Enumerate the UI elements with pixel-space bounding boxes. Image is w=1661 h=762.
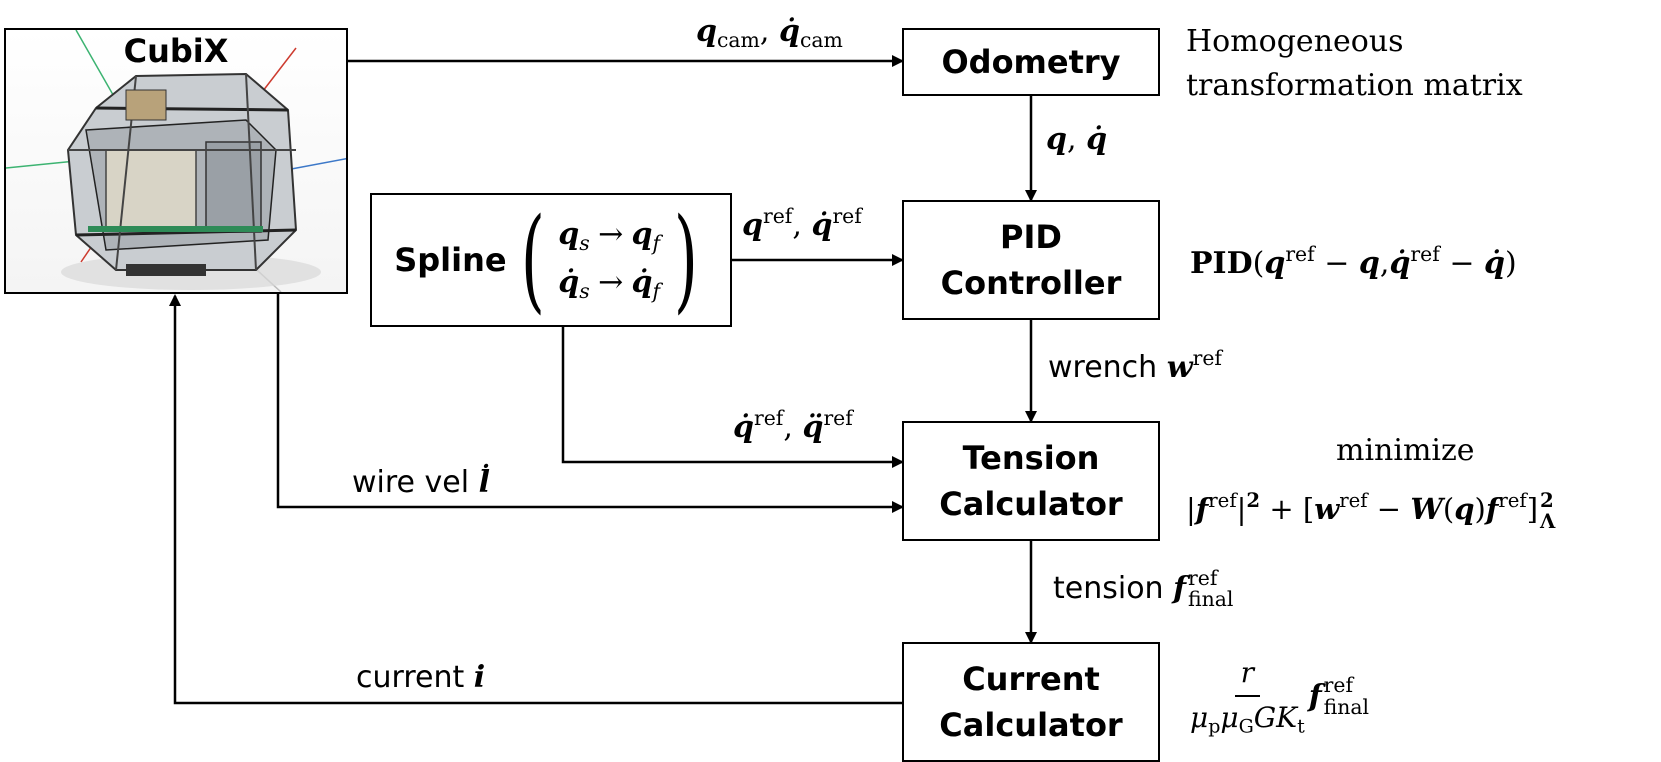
tension-label-line1: Tension — [962, 438, 1100, 477]
pid-label-line2: Controller — [940, 264, 1122, 302]
tension-objective-title: minimize — [1336, 433, 1475, 468]
pid-formula: PID(qref − q,q̇ref − q̇) — [1190, 242, 1517, 282]
arrow-spline-to-tension — [561, 327, 904, 468]
spline-left-paren: ( — [520, 195, 545, 325]
spline-rows: qs → qf q̇s → q̇f — [558, 212, 660, 307]
odometry-box: Odometry — [902, 28, 1160, 96]
label-current-output: current i — [356, 660, 486, 695]
tension-label-line2: Calculator — [939, 485, 1123, 523]
spline-row-velocity: q̇s → q̇f — [558, 265, 661, 304]
odometry-note-line1: Homogeneous — [1186, 24, 1404, 59]
label-wire-velocity: wire vel l̇ — [352, 465, 491, 500]
label-reference-trajectory: qref, q̇ref — [742, 204, 862, 244]
spline-label: Spline — [394, 241, 507, 279]
arrow-cubix-to-tension — [276, 294, 904, 513]
cubix-robot-image — [6, 30, 346, 292]
label-wrench: wrench wref — [1048, 346, 1222, 386]
tension-calculator-box: Tension Calculator — [902, 421, 1160, 541]
spline-right-paren: ) — [673, 195, 698, 325]
current-label-line2: Calculator — [939, 706, 1123, 744]
cubix-robot-panel: CubiX — [4, 28, 348, 294]
label-reference-velocity-acceleration: q̇ref, q̈ref — [733, 406, 853, 446]
label-camera-pose: qcam, q̇cam — [696, 14, 843, 53]
current-label-line1: Current — [962, 659, 1100, 698]
current-calculator-box: Current Calculator — [902, 642, 1160, 762]
cubix-title: CubiX — [123, 32, 229, 70]
current-formula-fraction: r μpμGGKt — [1190, 656, 1305, 738]
pid-controller-box: PID Controller — [902, 200, 1160, 320]
spline-box: Spline ( qs → qf q̇s → q̇f ) — [370, 193, 732, 327]
odometry-note: Homogeneous transformation matrix — [1186, 20, 1523, 107]
pid-label-line1: PID — [1000, 217, 1062, 256]
label-odometry-output: q, q̇ — [1046, 122, 1108, 157]
arrow-current-to-cubix — [169, 294, 902, 705]
odometry-note-line2: transformation matrix — [1186, 67, 1523, 103]
spline-row-position: qs → qf — [558, 217, 661, 256]
odometry-label: Odometry — [941, 42, 1121, 81]
